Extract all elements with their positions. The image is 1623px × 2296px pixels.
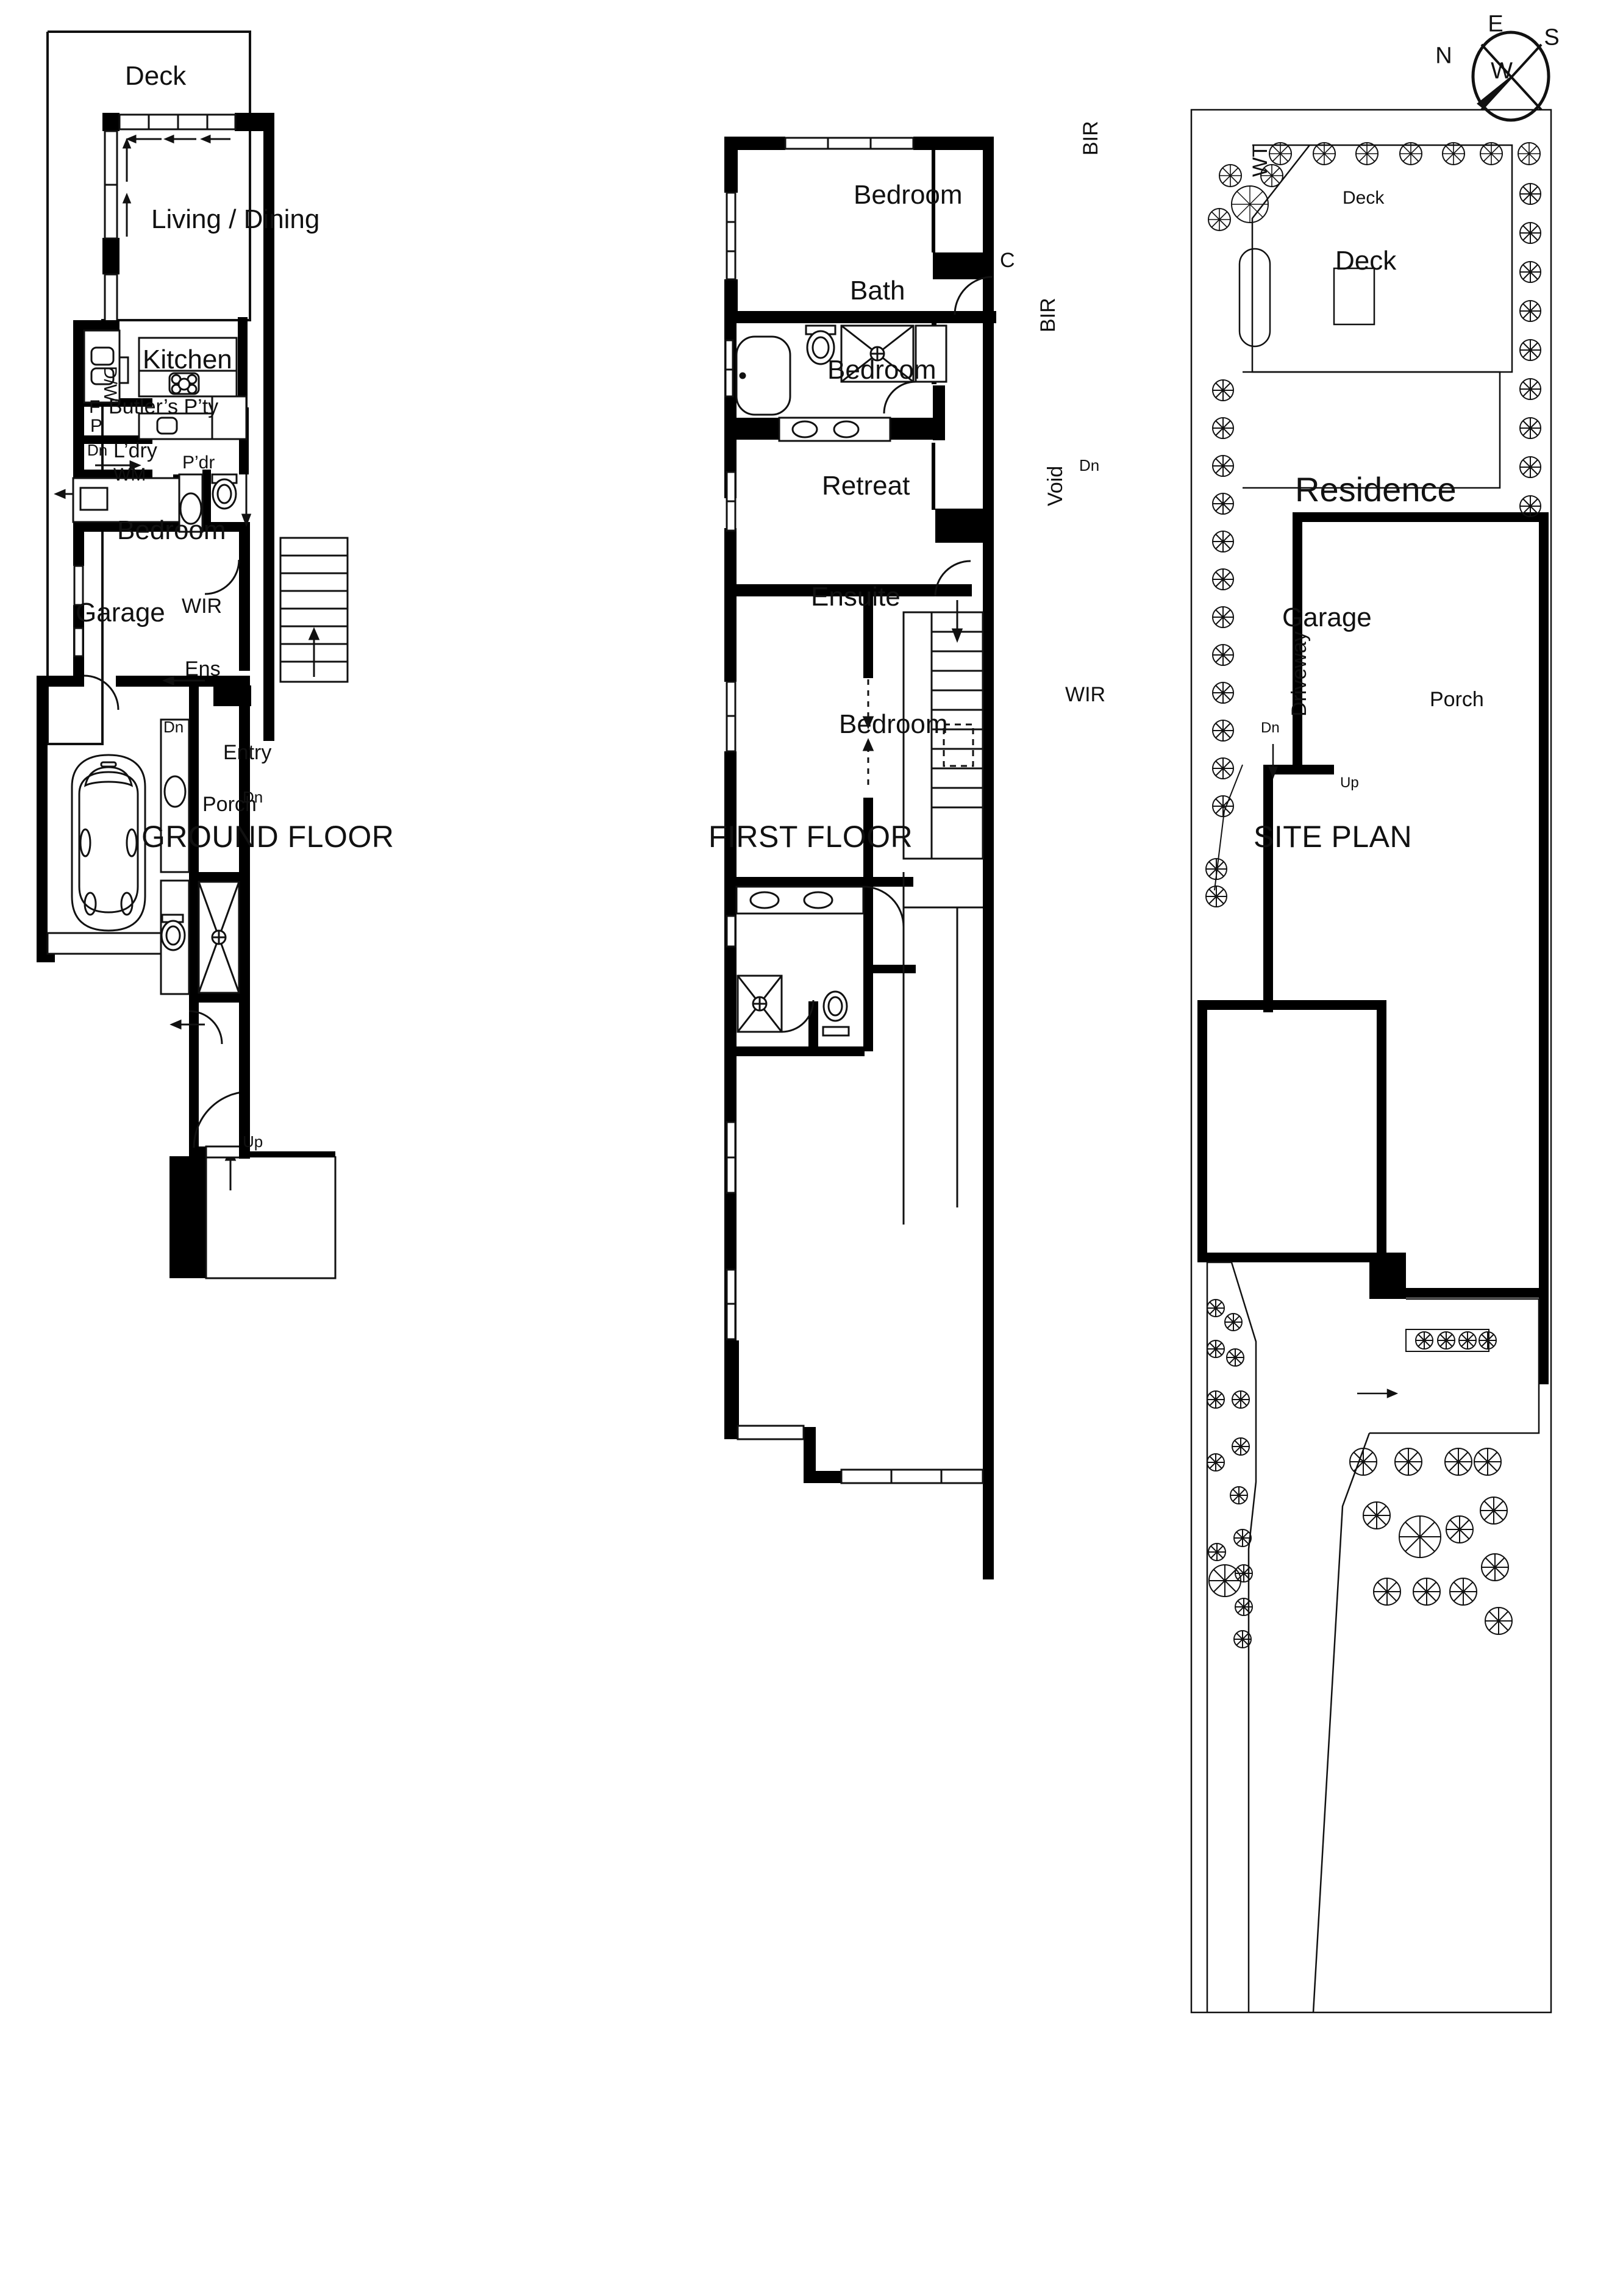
label-gf-washing-machine: WM [113, 465, 146, 485]
label-ff-bedroom-2: Bedroom [827, 355, 936, 385]
upper-deck-outline [1251, 144, 1513, 373]
upper-deck-box [1333, 267, 1375, 326]
garage-door-swing [84, 674, 119, 710]
label-gf-dn-entry: Dn [243, 788, 263, 806]
label-gf-powder-room: P’dr [182, 452, 215, 473]
label-site-garage: Garage [1282, 603, 1372, 632]
shower-symbol [198, 881, 240, 994]
ground-floor-drawing [37, 30, 349, 1279]
label-ff-ensuite: Ensuite [811, 582, 901, 612]
kitchen-island [138, 337, 238, 374]
label-gf-bedroom: Bedroom [117, 515, 226, 545]
label-ff-bath: Bath [850, 276, 905, 306]
label-gf-fridge: F [89, 397, 101, 417]
label-gf-laundry: L’dry [113, 439, 157, 462]
front-door-swing [193, 1090, 251, 1148]
first-floor-staircase [902, 611, 984, 860]
bedroom-door-swing [204, 559, 240, 595]
label-gf-dishwasher: D/W [100, 366, 120, 402]
label-ff-dn-stairs: Dn [1079, 456, 1100, 474]
compass-label-north: N [1435, 43, 1452, 69]
title-first-floor: FIRST FLOOR [708, 820, 913, 854]
label-ff-bir-1: BIR [1079, 121, 1102, 156]
label-site-up: Up [1340, 774, 1359, 791]
label-ff-bir-2: BIR [1036, 298, 1060, 332]
label-ff-void: Void [1044, 465, 1067, 506]
compass-rose [1471, 30, 1550, 122]
label-ff-wir: WIR [1065, 683, 1106, 706]
site-plan-drawing [1190, 109, 1552, 2014]
label-site-upper-deck: Deck [1343, 188, 1385, 208]
garage-roller-door [46, 932, 171, 955]
label-gf-ensuite: Ens [185, 657, 221, 681]
label-gf-deck: Deck [125, 61, 187, 91]
label-gf-garage: Garage [76, 598, 165, 628]
label-gf-up-stairs: Up [243, 1132, 263, 1151]
label-gf-entry: Entry [223, 741, 272, 764]
water-tank [1238, 248, 1271, 348]
title-site-plan: SITE PLAN [1254, 820, 1413, 854]
label-site-deck: Deck [1335, 246, 1397, 276]
label-gf-dn-laundry: Dn [87, 441, 108, 459]
label-gf-wir: WIR [182, 595, 223, 618]
label-site-porch: Porch [1430, 688, 1484, 711]
first-floor-drawing [724, 137, 996, 1579]
compass-label-east: E [1488, 11, 1504, 37]
label-site-water-tank: WT [1249, 145, 1272, 177]
label-ff-bedroom-1: Bedroom [854, 180, 963, 210]
compass-label-south: S [1544, 24, 1560, 51]
label-gf-kitchen: Kitchen [143, 345, 232, 374]
label-site-driveway: Driveway [1288, 631, 1311, 717]
label-gf-living-dining: Living / Dining [151, 204, 320, 234]
label-site-residence: Residence [1295, 470, 1457, 509]
label-gf-dn-garage: Dn [163, 718, 184, 736]
residence-outline [1197, 512, 1549, 1384]
label-ff-cupboard: C [1000, 249, 1015, 272]
label-ff-bedroom-3: Bedroom [839, 709, 948, 739]
label-gf-pantry: P [90, 416, 103, 436]
title-ground-floor: GROUND FLOOR [141, 820, 394, 854]
car-symbol [71, 754, 146, 932]
compass-label-west: W [1491, 58, 1513, 84]
label-gf-porch: Porch [202, 793, 257, 816]
label-gf-butlers-pantry: Butler’s P’ty [109, 395, 219, 418]
dishwasher-symbol [118, 356, 129, 384]
label-ff-retreat: Retreat [822, 471, 910, 501]
shrub-row-top [1208, 142, 1541, 231]
label-site-dn: Dn [1261, 720, 1280, 736]
